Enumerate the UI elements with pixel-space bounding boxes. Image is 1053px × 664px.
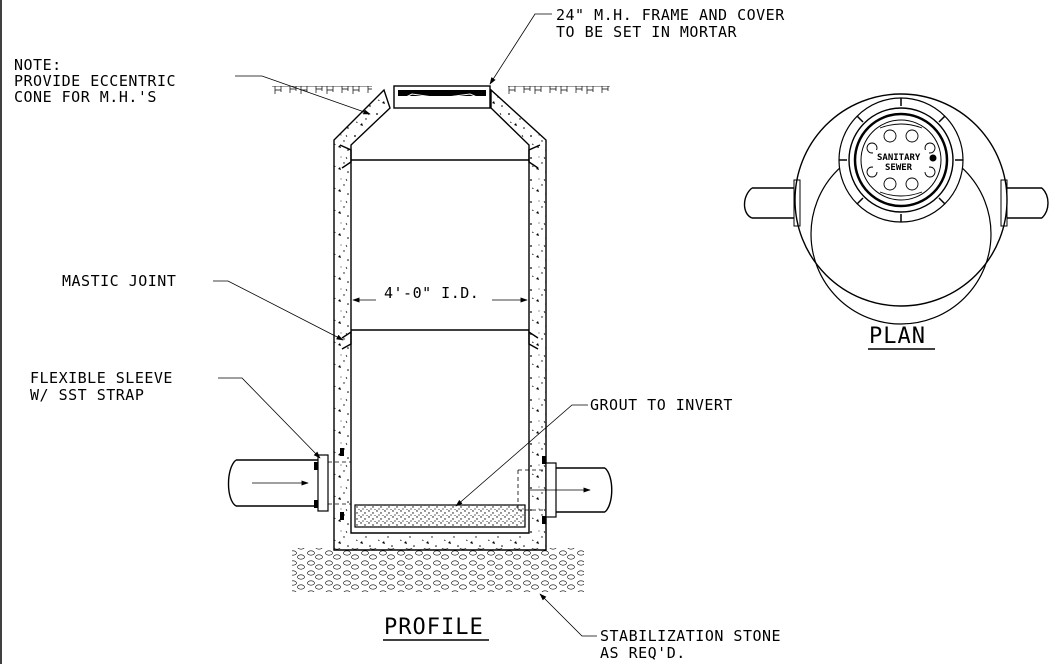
profile-title: PROFILE <box>384 615 484 640</box>
plan-view: SANITARY SEWER <box>743 93 1049 325</box>
plan-outlet-pipe <box>1000 179 1049 227</box>
frame-cover-note-line1: 24" M.H. FRAME AND COVER <box>556 6 785 24</box>
cover-text-line2: SEWER <box>885 163 913 173</box>
stabilization-stone <box>292 548 584 592</box>
frame-cover-note-line2: TO BE SET IN MORTAR <box>556 23 738 41</box>
flexible-sleeve-label-line2: W/ SST STRAP <box>30 386 144 404</box>
stone-label-line1: STABILIZATION STONE <box>600 627 781 645</box>
mastic-joint-label: MASTIC JOINT <box>62 272 176 290</box>
frame-and-cover <box>393 85 491 109</box>
plan-cover: SANITARY SEWER <box>860 119 942 201</box>
inside-diameter-label: 4'-0" I.D. <box>384 284 479 302</box>
ground-surface-left <box>272 86 372 98</box>
inlet-pipe <box>227 448 352 520</box>
plan-inlet-pipe <box>743 179 801 227</box>
note-line2: PROVIDE ECCENTRIC <box>14 72 176 90</box>
grout-invert <box>354 504 526 528</box>
cover-text-line1: SANITARY <box>877 153 921 163</box>
plan-title: PLAN <box>869 324 926 349</box>
flexible-sleeve-label-line1: FLEXIBLE SLEEVE <box>30 369 173 387</box>
ground-surface-right <box>508 86 610 98</box>
mastic-joint-left <box>341 330 352 350</box>
inside-diameter-dimension: 4'-0" I.D. <box>352 284 528 303</box>
leaders <box>213 13 597 637</box>
outlet-pipe <box>517 456 613 524</box>
note-line3: CONE FOR M.H.'S <box>14 88 157 106</box>
profile-view: 4'-0" I.D. <box>227 85 613 592</box>
plan-outer-wall <box>794 93 1008 307</box>
manhole-concrete-wall <box>333 88 547 551</box>
stone-label-line2: AS REQ'D. <box>600 644 686 662</box>
labels: 24" M.H. FRAME AND COVER TO BE SET IN MO… <box>14 6 935 662</box>
flexible-sleeve-left <box>317 454 329 512</box>
grout-label: GROUT TO INVERT <box>590 396 733 414</box>
mastic-joint-right <box>528 330 539 350</box>
note-line1: NOTE: <box>14 56 62 74</box>
